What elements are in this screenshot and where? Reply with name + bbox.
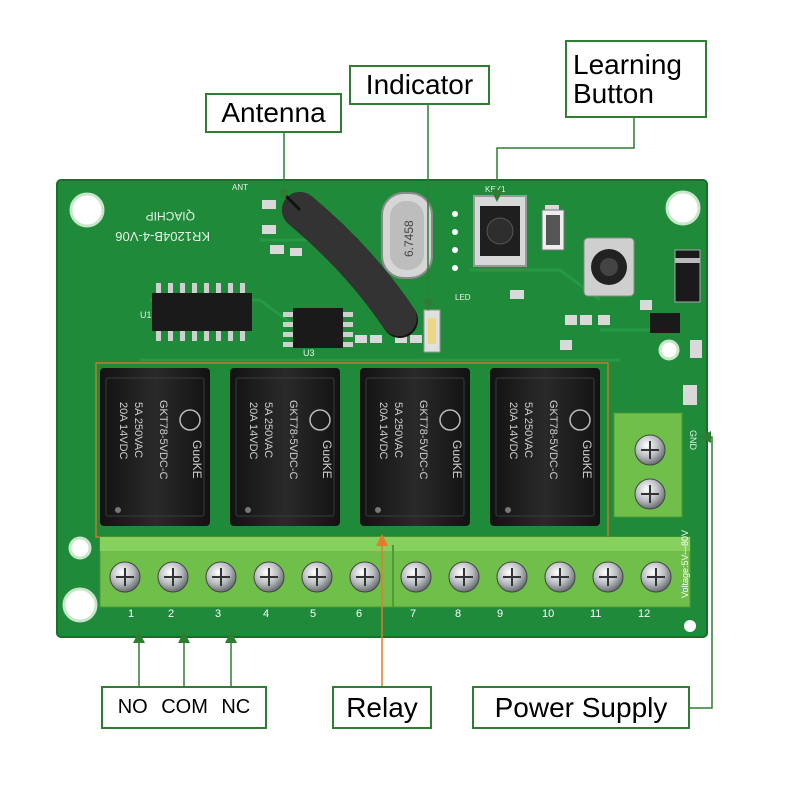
antenna-label-text: Antenna [221,97,326,129]
terminal-number: 12 [638,608,650,620]
com-label: COM [161,696,208,718]
silk-brand: QIACHIP [146,209,195,223]
voltage-label: Voltage:5V---80V [680,530,690,598]
power-callout [690,431,713,709]
relay: GuoKE GKT78-5VDC-C 5A 250VAC 20A 14VDC [490,368,600,526]
mounting-hole [684,620,696,632]
indicator-label: Indicator [349,65,490,105]
power-supply-label: Power Supply [472,686,690,729]
silk-gnd: GND [688,430,698,451]
relay-rating-1: 5A 250VAC [392,402,404,458]
silk-u3: U3 [303,348,315,358]
relay-label: Relay [332,686,432,729]
relay-brand: GuoKE [450,440,464,479]
relay-terminal-block: 1 2 3 4 5 6 7 8 9 10 11 12 Voltage:5V---… [99,530,691,620]
led-indicator [423,309,441,353]
terminal-number: 6 [356,608,362,620]
relay-label-text: Relay [346,691,418,723]
relay-brand: GuoKE [320,440,334,479]
terminal-screws [109,561,672,593]
silk-ant: ANT [232,183,248,192]
inductor [583,237,635,297]
terminal-number: 3 [215,608,221,620]
relay: GuoKE GKT78-5VDC-C 5A 250VAC 20A 14VDC [230,368,340,526]
pin-header [452,211,458,271]
terminal-numbers: 1 2 3 4 5 6 7 8 9 10 11 12 [128,608,650,620]
relay-model: GKT78-5VDC-C [157,400,169,480]
ic-chip-u3 [283,308,353,348]
terminal-number: 5 [310,608,316,620]
relay-rating-1: 5A 250VAC [262,402,274,458]
silk-key: KEY1 [485,185,506,194]
terminal-number: 2 [168,608,174,620]
crystal-label: 6.7458 [402,220,416,257]
transistor [650,313,680,333]
antenna-label: Antenna [205,93,342,133]
relay-brand: GuoKE [580,440,594,479]
learning-button-label: Learning Button [565,40,707,118]
terminal-number: 11 [590,608,601,620]
terminal-number: 10 [542,608,554,620]
diode [674,249,701,303]
relay-rating-2: 20A 14VDC [247,402,259,460]
learning-button-label-line2: Button [573,78,654,109]
relay-model: GKT78-5VDC-C [287,400,299,480]
ic-chip-u1 [152,283,252,341]
silk-model: KR1204B-4-V06 [115,229,210,244]
capacitor [541,209,565,251]
learning-button[interactable] [473,195,527,267]
mounting-hole [658,339,680,361]
terminal-number: 8 [455,608,461,620]
relay-rating-2: 20A 14VDC [507,402,519,460]
terminal-number: 7 [410,608,416,620]
power-terminal-block [613,412,683,518]
no-com-nc-label: NO COM NC [101,686,267,729]
relay: GuoKE GKT78-5VDC-C 5A 250VAC 20A 14VDC [360,368,470,526]
terminal-number: 9 [497,608,503,620]
learning-callout [491,118,635,202]
callout-lines [133,105,713,709]
relay: GuoKE GKT78-5VDC-C 5A 250VAC 20A 14VDC [100,368,210,526]
mounting-hole [69,192,105,228]
relay-brand: GuoKE [190,440,204,479]
learning-button-label-line1: Learning [573,48,682,80]
nc-label: NC [221,696,251,718]
relay-rating-2: 20A 14VDC [377,402,389,460]
no-label: NO [117,696,148,718]
relay-model: GKT78-5VDC-C [547,400,559,480]
silk-u1: U1 [140,310,152,320]
mounting-hole [68,536,92,560]
silk-led: LED [455,293,471,302]
indicator-label-text: Indicator [365,69,474,101]
mounting-hole [62,587,98,623]
relay-rating-2: 20A 14VDC [117,402,129,460]
terminal-number: 1 [128,608,134,620]
relay-model: GKT78-5VDC-C [417,400,429,480]
crystal-oscillator: 6.7458 [381,192,433,279]
relay-rating-1: 5A 250VAC [522,402,534,458]
relay-group: GuoKE GKT78-5VDC-C 5A 250VAC 20A 14VDC G… [95,362,609,538]
relay-rating-1: 5A 250VAC [132,402,144,458]
power-supply-label-text: Power Supply [494,691,668,723]
mounting-hole [665,190,701,226]
terminal-number: 4 [263,608,269,620]
